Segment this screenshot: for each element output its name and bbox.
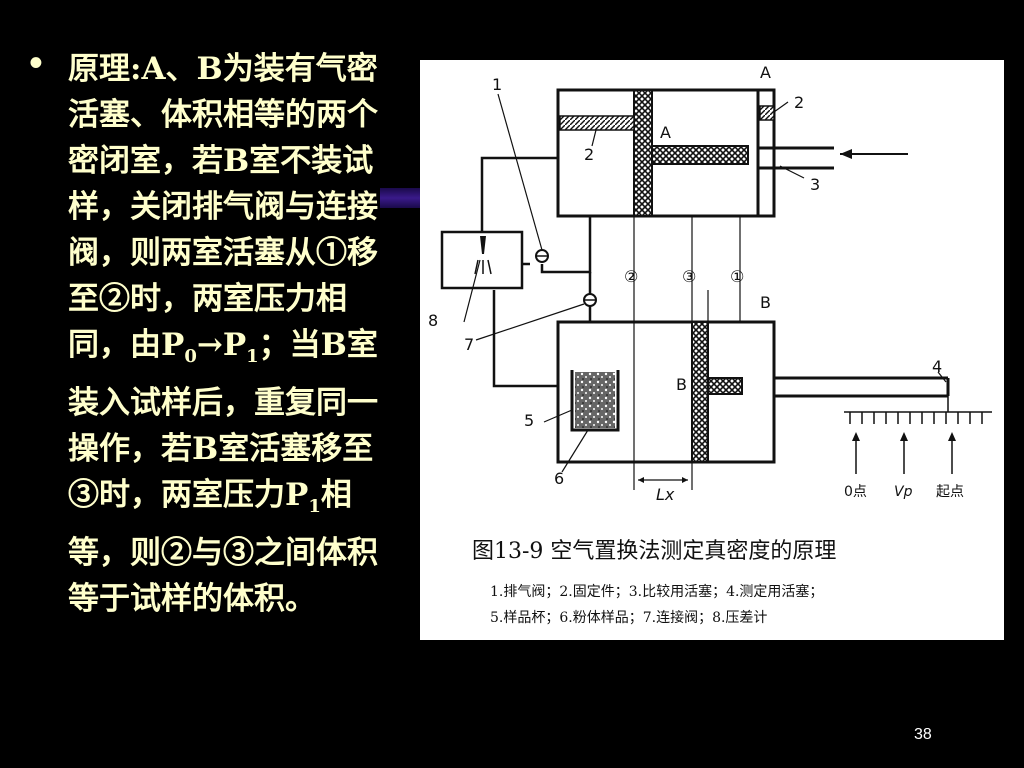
label-b-top: B	[760, 293, 771, 312]
chamber-a-end	[756, 88, 776, 218]
label-a-inner: A	[660, 123, 671, 142]
chamber-b	[556, 320, 776, 464]
text-part-3: 相等，则②与③之间体积等于试样的体积。	[68, 477, 378, 618]
page-number: 38	[914, 726, 932, 743]
apparatus-figure: A A B B 1 2 2 3 4 5 6 7 8 ② ③ ① Lx 0点 Vp…	[420, 60, 1004, 640]
pressure-symbol-p0: P	[161, 327, 185, 363]
arrow: →	[196, 327, 223, 363]
marker-2: ②	[624, 267, 638, 286]
label-2a: 2	[584, 145, 594, 164]
scale-vp-label: Vp	[894, 484, 913, 500]
scale-zero-label: 0点	[844, 484, 867, 500]
principle-text: 原理:A、B为装有气密活塞、体积相等的两个密闭室，若B室不装试样，关闭排气阀与连…	[68, 46, 388, 622]
figure-legend-line-1: 1.排气阀；2.固定件；3.比较用活塞；4.测定用活塞；	[490, 583, 823, 600]
label-a-top: A	[760, 63, 771, 82]
figure-legend-line-2: 5.样品杯；6.粉体样品；7.连接阀；8.压差计	[490, 609, 767, 626]
label-3: 3	[810, 175, 820, 194]
label-4: 4	[932, 357, 942, 376]
subscript-0: 0	[184, 346, 197, 368]
subscript-1: 1	[246, 346, 259, 368]
label-2b: 2	[794, 93, 804, 112]
subscript-1b: 1	[308, 496, 321, 518]
marker-3: ③	[682, 267, 696, 286]
figure-caption: 图13-9 空气置换法测定真密度的原理	[472, 539, 836, 564]
bullet-point: •	[26, 46, 46, 82]
scale-start-label: 起点	[936, 484, 964, 500]
label-b-inner: B	[676, 375, 687, 394]
marker-1: ①	[730, 267, 744, 286]
label-lx: Lx	[656, 485, 675, 504]
label-6: 6	[554, 469, 564, 488]
text-part-2: ；当B室装入试样后，重复同一操作，若B室活塞移至③时，两室压力	[68, 327, 378, 514]
label-8: 8	[428, 311, 438, 330]
pressure-symbol-p1: P	[222, 327, 247, 363]
label-5: 5	[524, 411, 534, 430]
apparatus-diagram: A A B B 1 2 2 3 4 5 6 7 8 ② ③ ① Lx 0点 Vp…	[428, 63, 992, 626]
label-7: 7	[464, 335, 474, 354]
decorative-bar	[380, 188, 422, 208]
text-part-1: 原理:A、B为装有气密活塞、体积相等的两个密闭室，若B室不装试样，关闭排气阀与连…	[68, 51, 378, 363]
label-1: 1	[492, 75, 502, 94]
pressure-symbol-p1b: P	[285, 477, 309, 514]
